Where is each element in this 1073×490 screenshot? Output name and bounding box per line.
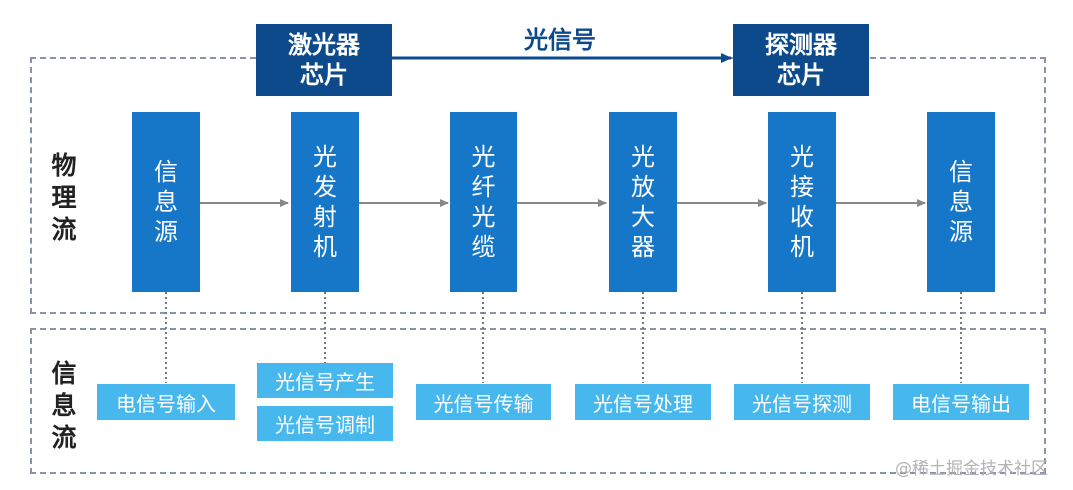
detector-chip-box: 探测器芯片: [733, 24, 869, 96]
physical-flow-label: 物理流: [51, 151, 77, 244]
block-optical-receiver: 光接收机: [768, 112, 836, 292]
block-label: 信息源: [949, 158, 973, 246]
optical-signal-label: 光信号: [524, 26, 596, 54]
block-label: 光接收机: [790, 143, 814, 261]
info-box-optical-modulation: 光信号调制: [257, 406, 393, 441]
info-box-optical-processing: 光信号处理: [575, 384, 711, 420]
info-box-electric-output: 电信号输出: [893, 384, 1029, 420]
info-flow-panel: [30, 328, 1046, 474]
block-label: 信息源: [154, 158, 178, 246]
detector-chip-label: 探测器芯片: [765, 31, 837, 89]
laser-chip-label: 激光器芯片: [288, 31, 360, 89]
info-box-optical-transmission: 光信号传输: [416, 384, 551, 420]
block-label: 光发射机: [313, 143, 337, 261]
block-info-source-in: 信息源: [132, 112, 200, 292]
info-box-optical-detection: 光信号探测: [734, 384, 870, 420]
block-optical-amplifier: 光放大器: [609, 112, 677, 292]
block-optical-transmitter: 光发射机: [291, 112, 359, 292]
info-flow-label: 信息流: [51, 359, 77, 452]
watermark: @稀土掘金技术社区: [895, 459, 1048, 479]
info-box-optical-generation: 光信号产生: [257, 363, 393, 398]
info-box-electric-input: 电信号输入: [97, 384, 235, 420]
laser-chip-box: 激光器芯片: [256, 24, 392, 96]
block-info-source-out: 信息源: [927, 112, 995, 292]
block-label: 光纤光缆: [471, 143, 496, 261]
block-fiber-cable: 光纤光缆: [450, 112, 517, 292]
block-label: 光放大器: [631, 143, 655, 261]
